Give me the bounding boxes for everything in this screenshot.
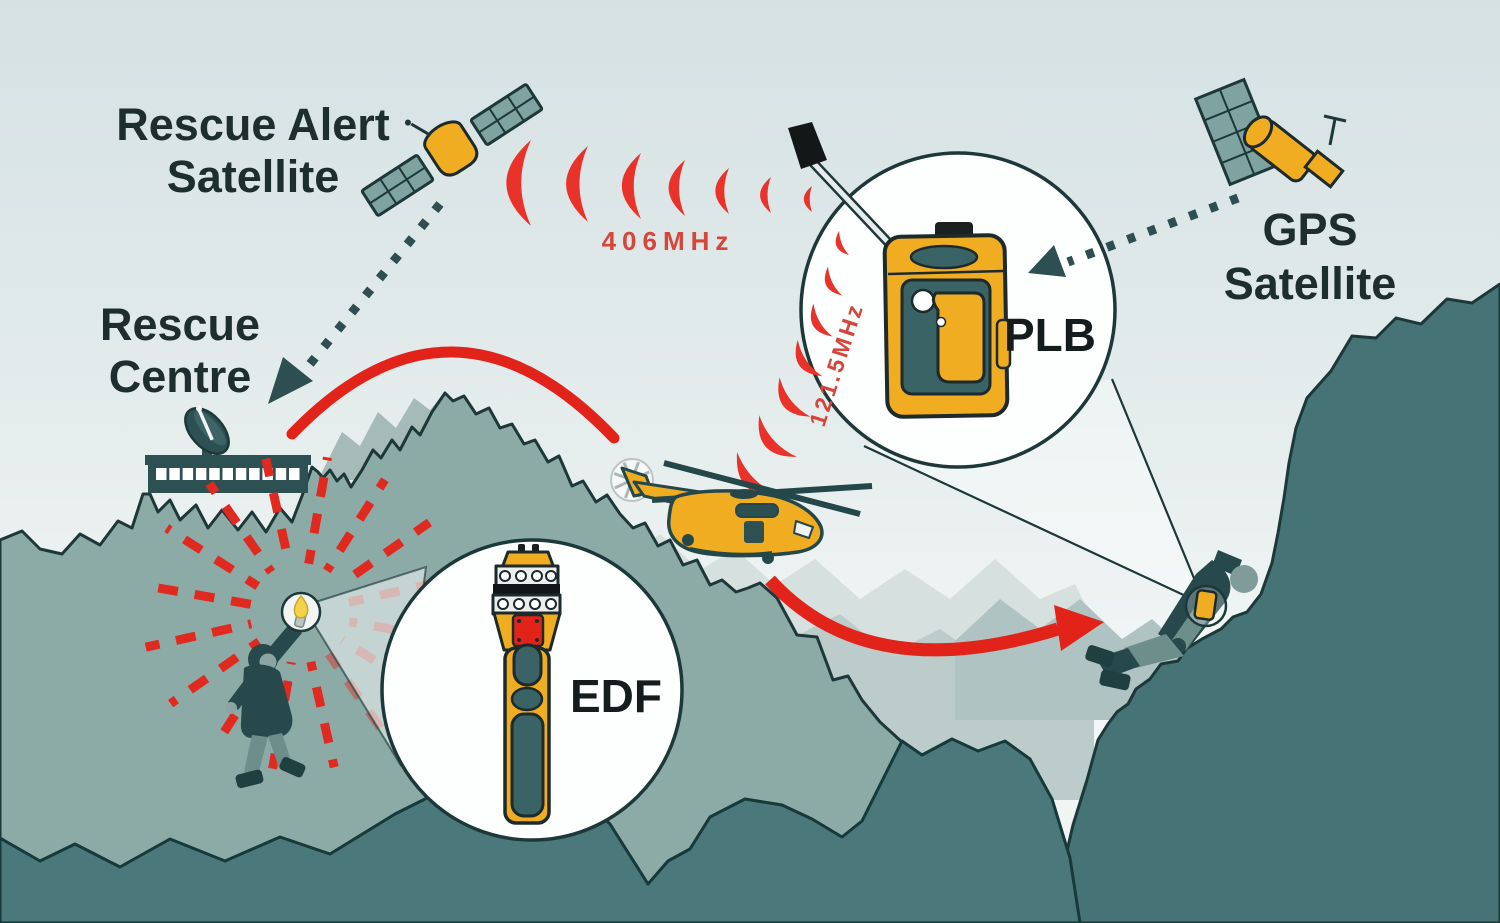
gps-satellite-label-line1: GPS: [1262, 204, 1357, 255]
rescue-alert-satellite-icon: [360, 83, 544, 217]
edf-device: [491, 544, 562, 825]
climber-plb-callout-circle: [1184, 584, 1228, 628]
satellite-dish-icon: [184, 405, 230, 467]
plb-label: PLB: [1004, 309, 1096, 361]
flare-person-figure: [225, 622, 306, 789]
right-cliff: [1056, 282, 1500, 923]
rescue-satellite-dotted-arrow: [268, 201, 444, 404]
plb-antenna-tip: [788, 122, 827, 169]
rescue-alert-satellite-label-line2: Satellite: [167, 151, 340, 202]
gps-satellite-icon: [1193, 77, 1347, 189]
flare-callout-circle: [280, 591, 322, 633]
rescue-centre-building: [145, 455, 311, 493]
edf-label: EDF: [570, 670, 662, 722]
flare-flame-icon: [293, 594, 309, 619]
red-arrow-to-climber: [765, 575, 1104, 657]
helicopter-icon: [610, 458, 873, 564]
plb-device: [788, 122, 1012, 419]
rescue-centre-label-line2: Centre: [109, 351, 252, 402]
building-windows: [156, 468, 300, 480]
red-arc-to-helicopter: [286, 346, 620, 444]
frequency-distress-label: 406MHz: [602, 226, 735, 256]
gps-satellite-label-line2: Satellite: [1224, 258, 1397, 309]
rescue-centre-label-line1: Rescue: [100, 299, 260, 350]
rescue-alert-satellite-label-line1: Rescue Alert: [116, 99, 389, 150]
signal-arcs-406mhz: [506, 140, 812, 226]
gps-dotted-arrow: [1028, 193, 1240, 277]
diagram-labels: Rescue Alert Satellite Rescue Centre GPS…: [100, 99, 1396, 402]
